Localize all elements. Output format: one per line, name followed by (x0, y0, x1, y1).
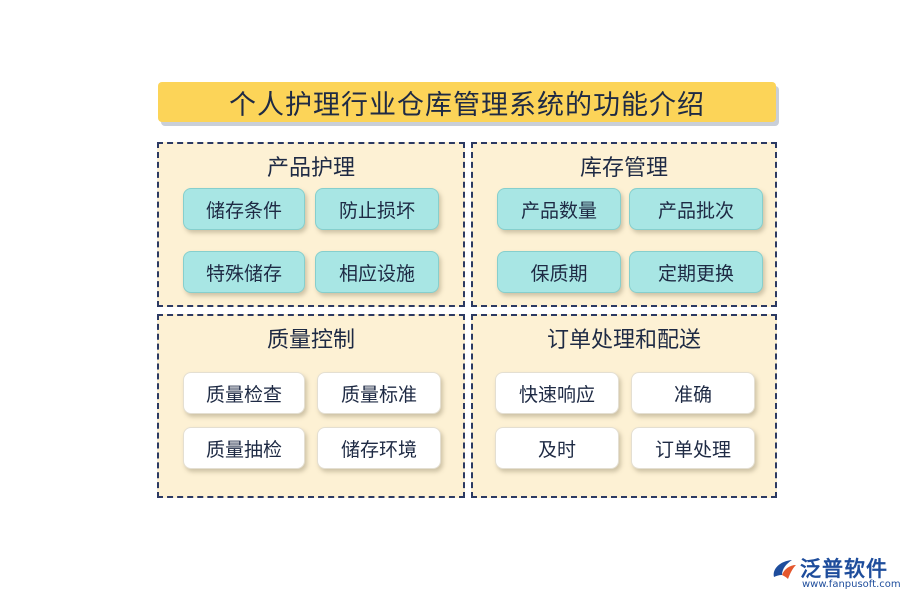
item-chip: 产品数量 (497, 188, 621, 230)
brand-logo: 泛普软件 www.fanpusoft.com (770, 553, 900, 590)
panel-title: 质量控制 (266, 328, 355, 353)
item-chip: 储存条件 (183, 188, 305, 230)
panel-product-care: 产品护理 储存条件 防止损坏 特殊储存 相应设施 (157, 142, 465, 307)
item-chip: 特殊储存 (183, 251, 305, 293)
diagram-title: 个人护理行业仓库管理系统的功能介绍 (158, 82, 776, 122)
item-chip: 订单处理 (631, 427, 755, 469)
panel-order-delivery: 订单处理和配送 快速响应 准确 及时 订单处理 (471, 314, 777, 498)
item-chip: 定期更换 (629, 251, 763, 293)
item-chip: 质量检查 (183, 372, 305, 414)
panel-quality-control: 质量控制 质量检查 质量标准 质量抽检 储存环境 (157, 314, 465, 498)
logo-name: 泛普软件 (800, 557, 888, 581)
logo-url: www.fanpusoft.com (802, 579, 900, 590)
panel-title: 产品护理 (266, 156, 355, 181)
item-chip: 储存环境 (317, 427, 441, 469)
fanpu-logo-icon (773, 560, 796, 579)
item-chip: 及时 (495, 427, 619, 469)
item-chip: 快速响应 (495, 372, 619, 414)
panel-title: 库存管理 (579, 156, 668, 181)
panel-title: 订单处理和配送 (546, 328, 701, 353)
item-chip: 防止损坏 (315, 188, 439, 230)
item-chip: 质量标准 (317, 372, 441, 414)
item-chip: 产品批次 (629, 188, 763, 230)
panel-inventory-management: 库存管理 产品数量 产品批次 保质期 定期更换 (471, 142, 777, 307)
item-chip: 保质期 (497, 251, 621, 293)
item-chip: 相应设施 (315, 251, 439, 293)
item-chip: 准确 (631, 372, 755, 414)
item-chip: 质量抽检 (183, 427, 305, 469)
